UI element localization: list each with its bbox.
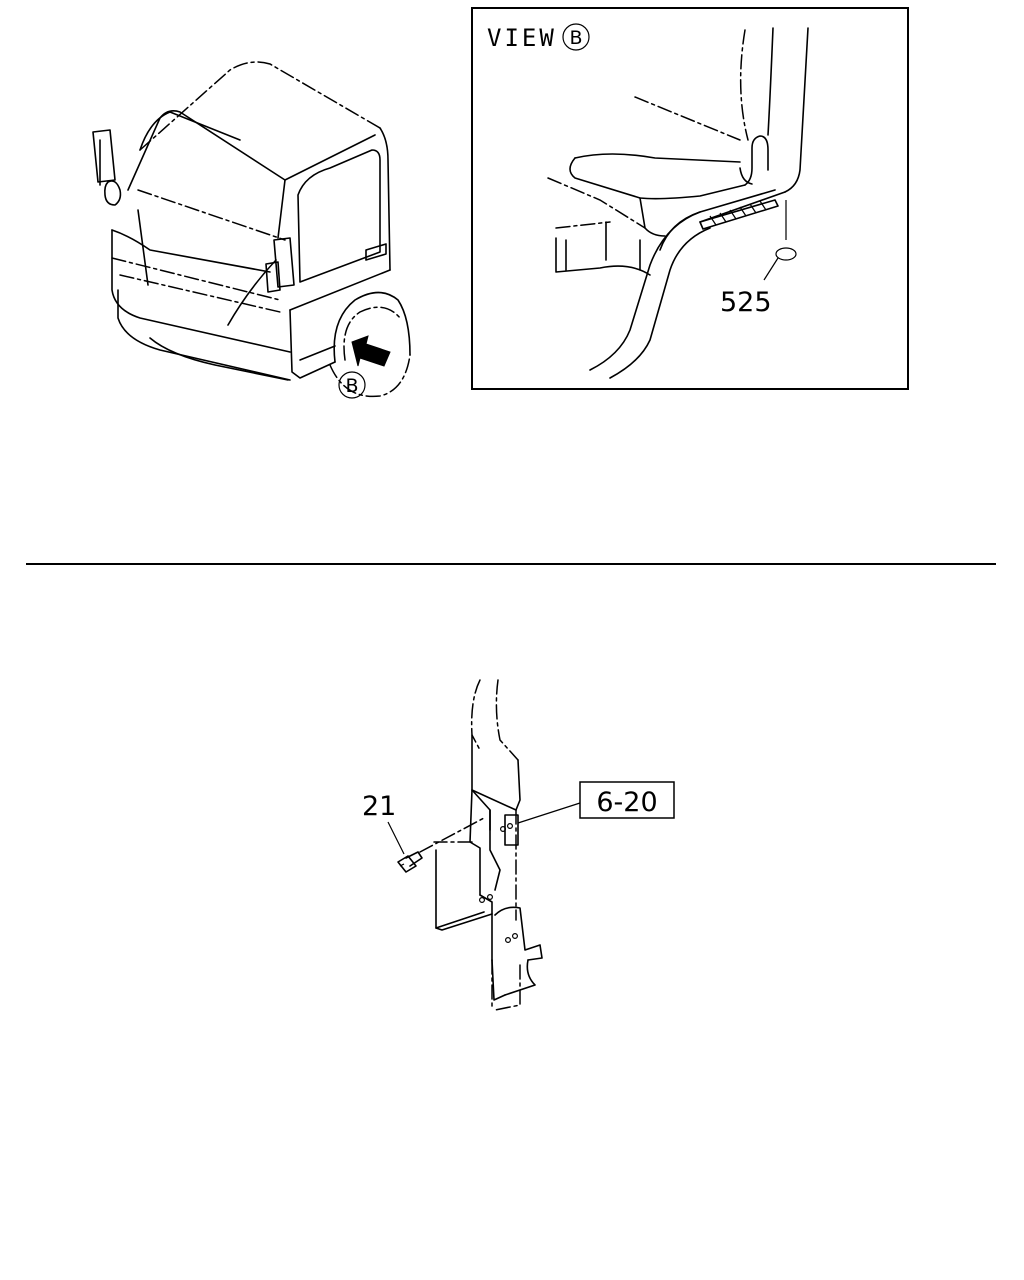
bolt-21 bbox=[397, 851, 423, 873]
part-number-6-20: 6-20 bbox=[596, 787, 657, 818]
part-number-21: 21 bbox=[362, 791, 396, 822]
view-label: VIEW bbox=[487, 24, 557, 52]
svg-text:B: B bbox=[345, 375, 358, 397]
view-b-marker: B bbox=[562, 23, 590, 51]
svg-text:B: B bbox=[569, 27, 582, 49]
reference-box-6-20 bbox=[579, 781, 675, 819]
truck-cab-illustration: B bbox=[92, 61, 411, 399]
view-arrow-icon bbox=[351, 335, 391, 367]
part-number-525: 525 bbox=[720, 287, 772, 318]
view-b-frame bbox=[471, 7, 909, 390]
view-b-callout-marker: B bbox=[338, 371, 366, 399]
view-b-panel: VIEW B 525 bbox=[471, 7, 909, 390]
pillar-bracket-illustration: 21 6-20 bbox=[362, 679, 675, 1011]
plug-part-525 bbox=[775, 247, 797, 261]
